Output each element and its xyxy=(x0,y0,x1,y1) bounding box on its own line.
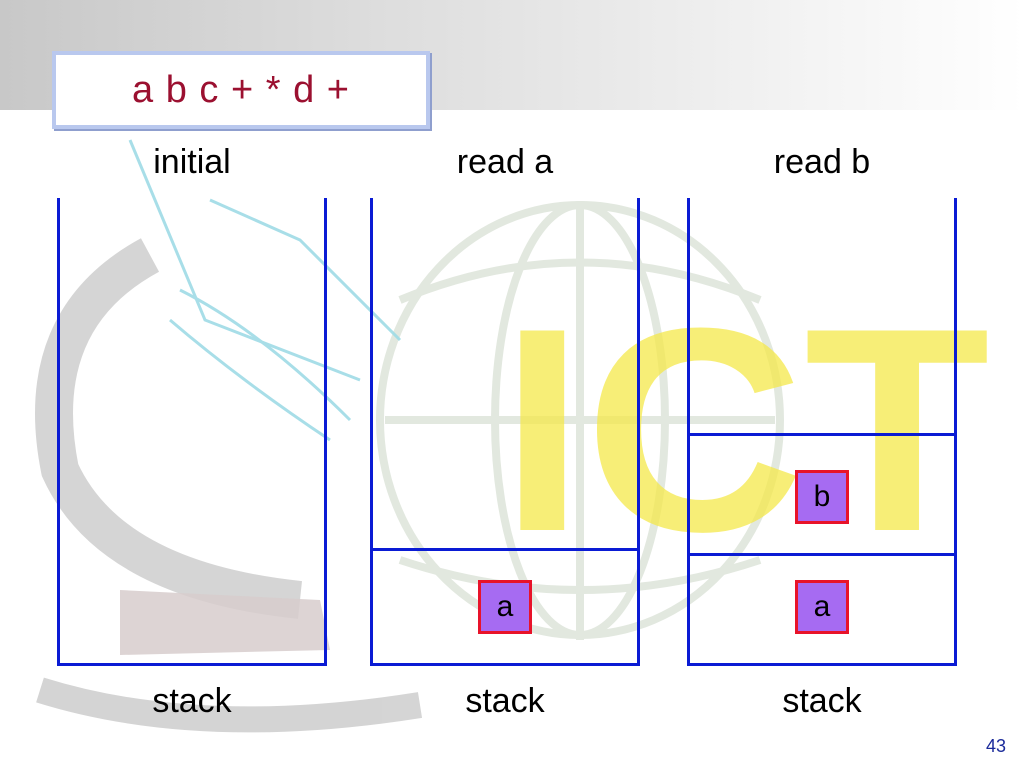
globe-icon xyxy=(376,201,784,640)
page-number: 43 xyxy=(985,736,1006,756)
stack-item-b: b xyxy=(795,470,849,524)
stack-slot-divider xyxy=(690,433,954,436)
swoosh-icon xyxy=(120,590,330,655)
swirl-icon xyxy=(35,238,423,733)
stack-slot-divider xyxy=(373,548,637,551)
stack-read-a: a xyxy=(370,198,640,666)
expression-text: a b c + * d + xyxy=(132,68,350,111)
ict-watermark-text: ICT xyxy=(500,268,990,592)
stack-initial xyxy=(57,198,327,666)
stack-label-read-a: stack xyxy=(465,682,545,720)
column-title-read-b: read b xyxy=(773,143,871,181)
streak-icon xyxy=(128,139,402,442)
stack-slot-divider xyxy=(690,553,954,556)
stack-read-b: b a xyxy=(687,198,957,666)
stack-item-a: a xyxy=(478,580,532,634)
stack-label-read-b: stack xyxy=(782,682,862,720)
column-title-initial: initial xyxy=(153,143,231,181)
column-title-read-a: read a xyxy=(456,143,554,181)
stack-item-a: a xyxy=(795,580,849,634)
stack-label-initial: stack xyxy=(152,682,232,720)
expression-box: a b c + * d + xyxy=(52,51,430,129)
